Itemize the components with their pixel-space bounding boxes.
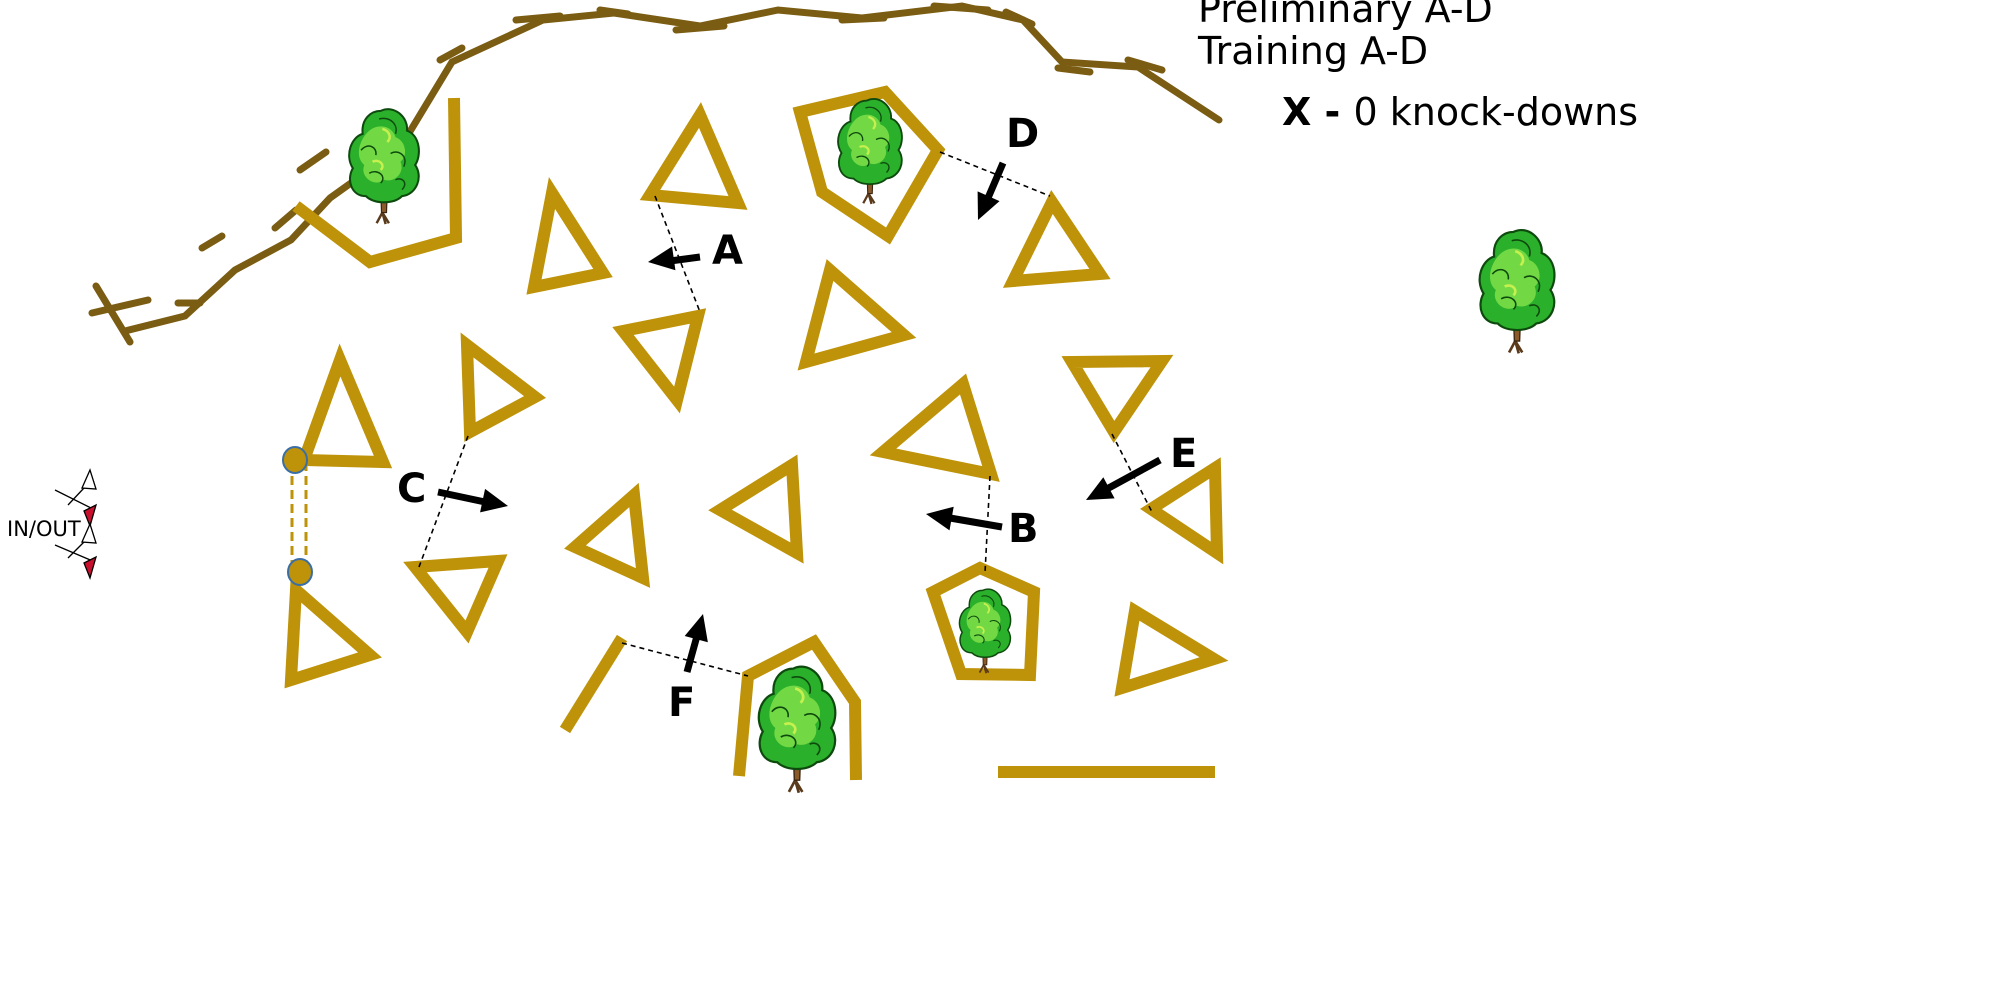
arrow-icon [1080,477,1114,510]
triangle-pens [291,115,1217,688]
legend-training: Training A-D [1198,32,1428,70]
legend-knockdowns: X - 0 knock-downs [1282,93,1638,131]
gap-labels: A B C D E F [397,111,1197,726]
perimeter-fence [92,6,1219,342]
enclosure-bottom [739,642,856,793]
gap-label-a: A [712,228,743,274]
enclosure-top-pentagon [800,92,938,236]
gate-post-icon [288,559,312,585]
arrow-icon [924,502,954,530]
tree-icon [759,667,836,793]
enclosure-top-left [296,98,456,262]
entrance-label: IN/OUT [7,517,81,541]
gap-label-c: C [397,466,426,512]
tree-icon [960,589,1011,673]
flag-icon [84,557,96,578]
gap-label-d: D [1006,111,1039,157]
tree-icon [1480,230,1555,353]
arrow-icon [967,191,1000,225]
legend-x-text: 0 knock-downs [1354,90,1639,134]
arrow-icon [480,489,510,518]
single-bar [565,638,622,730]
gate-post-icon [283,447,307,473]
tree-icon [838,99,902,204]
start-gate [283,447,312,585]
entrance-flags: IN/OUT [7,470,96,578]
tree-icon [349,109,419,224]
enclosure-lower-pentagon [933,568,1034,675]
legend-preliminary: Preliminary A-D [1198,0,1493,28]
gap-label-f: F [668,680,695,726]
arrow-icon [685,611,715,642]
legend-x-key: X - [1282,90,1354,134]
arrow-icon [646,246,675,273]
gap-label-b: B [1008,506,1039,552]
gap-label-e: E [1170,431,1197,477]
